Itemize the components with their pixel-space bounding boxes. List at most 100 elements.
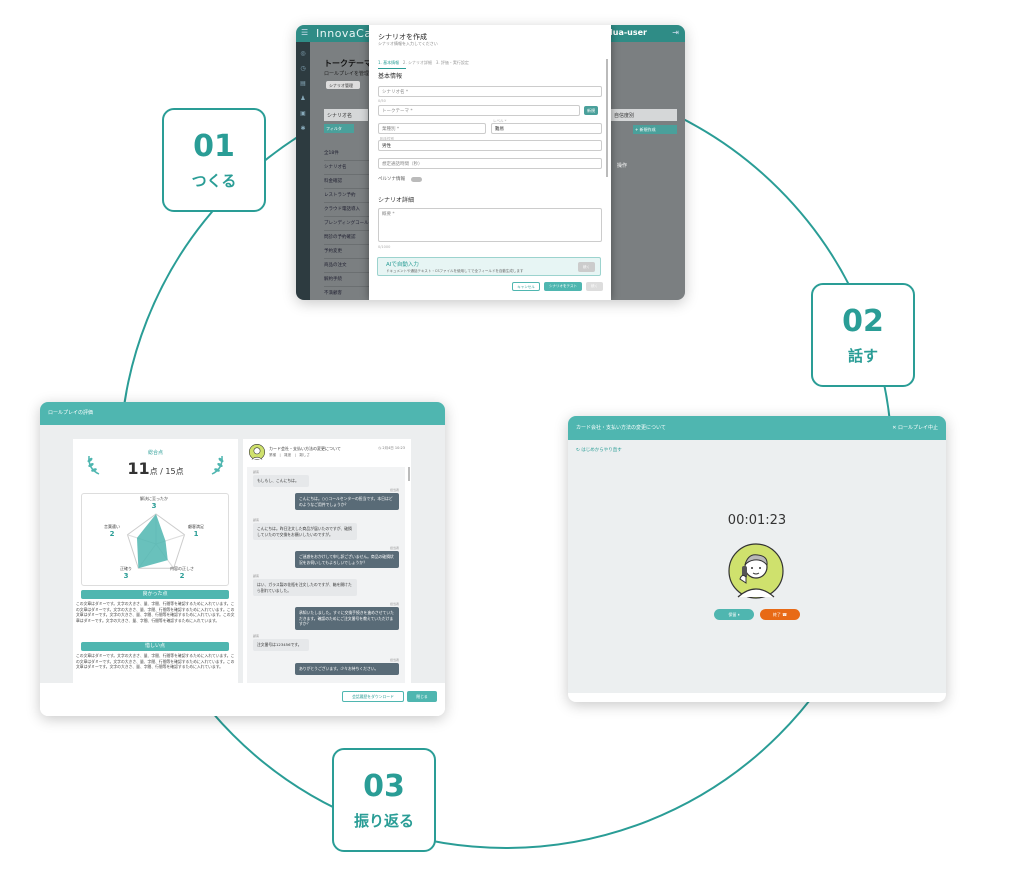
modal-title: シナリオを作成 [378,33,427,41]
customer-message: はい、ガラス製の花瓶を注文したのですが、箱を開けたら割れていました。 [253,579,357,596]
bg-list-row[interactable]: 不満顧客 [324,287,370,300]
review-footer: 会話履歴をダウンロード 閉じる [40,683,445,716]
modal-scrollbar[interactable] [606,59,608,177]
bg-page-subtitle: ロールプレイを管理 [324,71,370,77]
bg-list-row[interactable]: レストラン予約 [324,189,370,203]
logout-icon[interactable]: ⇥ [672,28,679,37]
wizard-steps: 1. 基本情報 2. シナリオ詳細 3. 評価・実行設定 [378,60,598,69]
test-scenario-button[interactable]: シナリオをテスト [544,282,582,291]
hold-button[interactable]: 保留 ⏸ [714,609,754,620]
step-01-number: 01 [193,128,235,164]
agent-message: 承知いたしました。すぐに交換手続きを進めさせていただきます。確認のためにご注文番… [295,607,399,630]
message-sender: 担当者 [389,658,399,662]
detail-textarea[interactable]: 概要 * [378,208,602,242]
roleplay-call-screenshot: カード会社・支払い方法の変更について ✕ ロールプレイ中止 ↻ はじめからやり直… [568,416,946,702]
gender-select[interactable]: 男性 [378,140,602,151]
bg-scenario-list: 全18件シナリオ名料金確認レストラン予約クラウド電話導入ブレンディングコール問診… [324,147,370,300]
bg-tab[interactable]: シナリオ管理 [326,81,360,89]
step-03-label: 振り返る [353,811,414,830]
bg-search-input[interactable]: シナリオ名 [324,109,368,121]
scenario-name-field[interactable]: シナリオ名 * [378,86,602,97]
wizard-step-2[interactable]: 2. シナリオ詳細 [402,60,433,65]
bg-list-row[interactable]: 予約変更 [324,245,370,259]
bg-ops-header: 操作 [617,163,628,169]
restart-link[interactable]: ↻ はじめからやり直す [576,448,622,453]
message-sender: 顧客 [253,574,260,578]
persona-toggle[interactable] [411,177,422,182]
message-sender: 顧客 [253,518,260,522]
chat-history-panel: カード会社・支払い方法の変更について 業種 | 難度 | 難しさ ◷ 2月4日 … [243,439,411,683]
chat-header: カード会社・支払い方法の変更について 業種 | 難度 | 難しさ ◷ 2月4日 … [249,444,405,464]
modal-subtitle: シナリオ情報を入力してください [378,41,438,46]
close-button[interactable]: 閉じる [407,691,437,702]
bg-page-title: トークテーマ管 [324,59,380,68]
total-score: 11点 / 15点 [73,459,238,478]
next-button[interactable]: 続く [586,282,603,291]
industry-select[interactable]: 業種別 * [378,123,486,134]
create-scenario-modal: シナリオを作成 シナリオ情報を入力してください 1. 基本情報 2. シナリオ詳… [369,25,611,300]
persona-toggle-label: ペルソナ情報 [378,177,405,182]
chat-icon[interactable]: ▣ [300,110,306,117]
customer-message: もしもし、こんにちは。 [253,475,309,487]
chat-scrollbar[interactable] [408,467,410,481]
bg-list-row[interactable]: クラウド電話導入 [324,203,370,217]
radar-grid [126,513,186,569]
laurel-left-icon [87,455,100,475]
side-nav: ◎ ◷ ▤ ♟ ▣ ✱ [296,42,310,300]
step-02-number: 02 [842,303,884,339]
customer-message: 注文番号は123456です。 [253,639,309,651]
ai-autofill-box: AIで自動入力 ドキュメントや通話テキスト・CSファイルを使用してで全フィールド… [377,257,601,276]
level-select[interactable]: 難易 [491,123,602,134]
ai-description: ドキュメントや通話テキスト・CSファイルを使用してで全フィールドを自動生成します [386,269,524,273]
bg-new-button[interactable]: + 新規作成 [633,125,677,134]
user-icon[interactable]: ♟ [300,95,306,102]
bg-list-row[interactable]: 問診の予約確認 [324,231,370,245]
agent-message: こんにちは。○○コールセンターの担当です。本日はどのようなご用件でしょうか？ [295,493,399,510]
ai-autofill-button[interactable]: 続く [578,262,595,272]
create-scenario-screenshot: ☰ InnovaCall ulua-user ⇥ ◎ ◷ ▤ ♟ ▣ ✱ トーク… [296,25,685,300]
call-footer [568,693,946,702]
step-03-badge: 03 振り返る [332,748,436,852]
review-header: ロールプレイの評価 [40,402,445,425]
bg-list-row[interactable]: 料金確認 [324,175,370,189]
bg-list-row[interactable]: 商品の注文 [324,259,370,273]
step-02-label: 話す [847,346,878,365]
improve-points-title: 惜しい点 [81,642,229,651]
radar-svg [126,513,186,569]
gear-icon[interactable]: ✱ [300,125,306,132]
customer-message: こんにちは。昨日注文した商品が届いたのですが、破損していたので交換をお願いしたい… [253,523,357,540]
roleplay-review-screenshot: ロールプレイの評価 総合点 11点 / 15点 [40,402,445,716]
bg-list-row[interactable]: 解約手続 [324,273,370,287]
headset-icon[interactable]: ◎ [300,50,306,57]
end-call-button[interactable]: 終了 ☎ [760,609,800,620]
step-02-badge: 02 話す [811,283,915,387]
talk-theme-select[interactable]: トークテーマ * [378,105,580,116]
user-name[interactable]: ulua-user [604,28,647,37]
chat-log[interactable]: もしもし、こんにちは。顧客 こんにちは。○○コールセンターの担当です。本日はどのよ… [247,467,405,683]
detail-counter: 0/1000 [378,245,391,249]
score-suffix: 点 / 15点 [149,467,184,476]
ai-title: AIで自動入力 [386,262,419,268]
wizard-step-3[interactable]: 3. 評価・実行設定 [435,60,469,65]
level-label: レベル * [493,119,507,123]
wizard-step-1[interactable]: 1. 基本情報 [378,60,400,65]
good-points-text: この文章はダミーです。文字の大きさ、量、字間、行間等を確認するために入れています… [76,601,235,623]
bg-list-row[interactable]: ブレンディングコール [324,217,370,231]
bg-select[interactable]: 自信度別 [611,109,677,121]
cancel-button[interactable]: キャンセル [512,282,540,291]
list-icon[interactable]: ▤ [300,80,306,87]
bg-filter-button[interactable]: フィルタ [324,124,354,133]
history-icon[interactable]: ◷ [300,65,306,72]
menu-icon[interactable]: ☰ [301,28,309,37]
download-history-button[interactable]: 会話履歴をダウンロード [342,691,404,702]
stop-roleplay-button[interactable]: ✕ ロールプレイ中止 [892,425,938,431]
call-time-field[interactable]: 想定通話時間（秒） [378,158,602,169]
good-points-title: 良かった点 [81,590,229,599]
new-theme-button[interactable]: 新規 [584,106,598,115]
bg-right-controls: 自信度別 + 新規作成 [611,109,677,134]
customer-avatar [728,543,784,599]
